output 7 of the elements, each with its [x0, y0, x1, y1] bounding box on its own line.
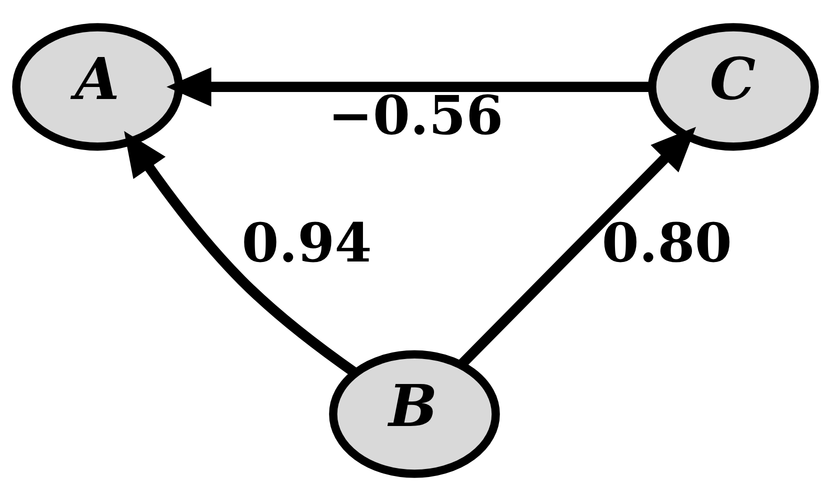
node-ellipse: A: [12, 22, 183, 150]
edge-label: −0.56: [328, 83, 504, 146]
arrow: [124, 130, 358, 377]
node-ellipse: B: [329, 350, 500, 478]
edge-label: 0.94: [242, 210, 372, 274]
node-ellipse: C: [648, 22, 819, 150]
edge-label: 0.80: [602, 210, 732, 274]
